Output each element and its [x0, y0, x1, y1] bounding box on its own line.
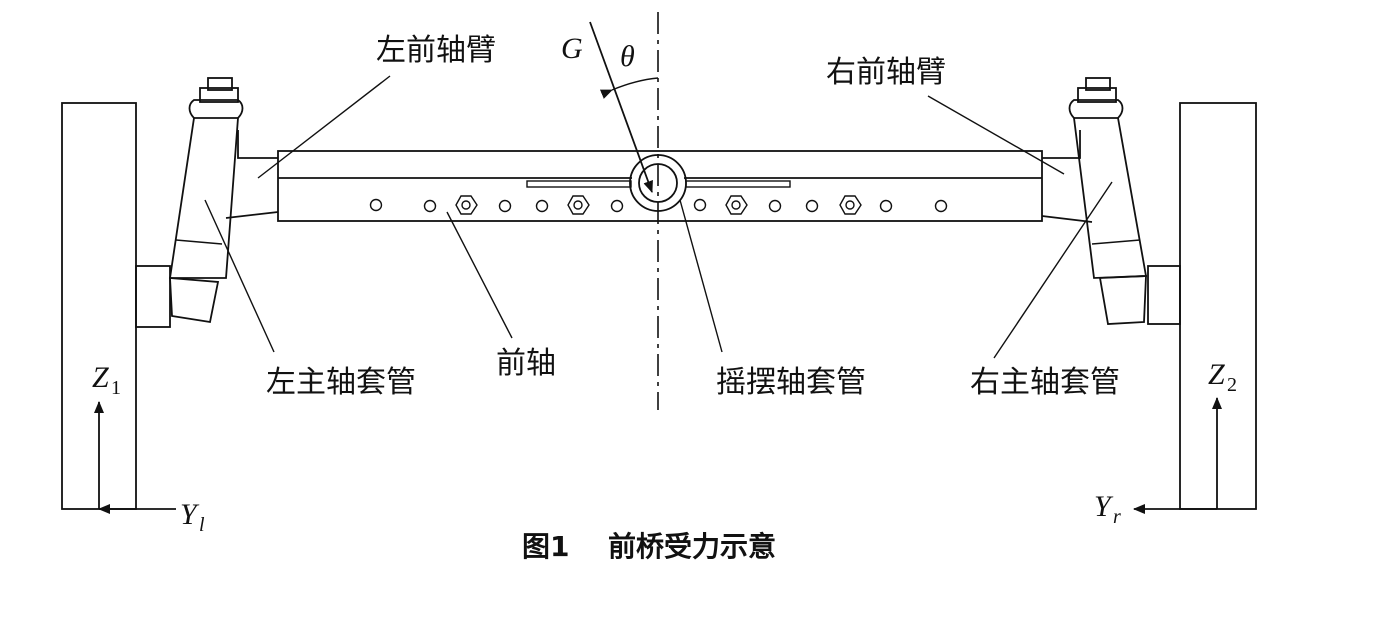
symbol-yl: Y	[180, 498, 200, 531]
right-kingpin-sleeve	[1068, 77, 1148, 325]
left-axes	[94, 401, 176, 514]
leader-lines	[204, 75, 1113, 359]
figure-caption: 前桥受力示意	[608, 530, 776, 563]
label-left-kingpin-sleeve: 左主轴套管	[266, 365, 416, 400]
label-swing-axle-sleeve: 摇摆轴套管	[716, 365, 866, 400]
left-kingpin-sleeve	[168, 77, 244, 324]
symbol-z1: Z	[92, 361, 109, 394]
axle-bolts	[455, 195, 862, 215]
left-hub	[135, 265, 171, 328]
symbol-yl-sub: l	[199, 514, 205, 536]
right-hub	[1147, 265, 1181, 325]
symbol-z1-sub: 1	[111, 377, 121, 399]
theta-arc	[599, 77, 659, 99]
label-right-kingpin-sleeve: 右主轴套管	[970, 365, 1120, 400]
symbol-gravity: G	[561, 32, 583, 65]
figure-number: 图1	[522, 530, 569, 563]
symbol-yr: Y	[1094, 490, 1114, 523]
right-wheel	[1179, 102, 1257, 510]
right-axes	[1133, 397, 1222, 514]
right-front-arm	[1041, 130, 1093, 223]
front-axle-beam	[277, 150, 1043, 222]
symbol-theta: θ	[620, 40, 635, 73]
label-right-front-arm: 右前轴臂	[826, 55, 946, 90]
symbol-z2-sub: 2	[1227, 374, 1237, 396]
label-left-front-arm: 左前轴臂	[376, 33, 496, 68]
label-front-axle: 前轴	[496, 346, 556, 381]
symbol-yr-sub: r	[1113, 506, 1121, 528]
symbol-z2: Z	[1208, 358, 1225, 391]
gravity-vector	[589, 21, 653, 193]
left-front-arm	[225, 130, 279, 219]
axle-holes	[369, 198, 948, 213]
